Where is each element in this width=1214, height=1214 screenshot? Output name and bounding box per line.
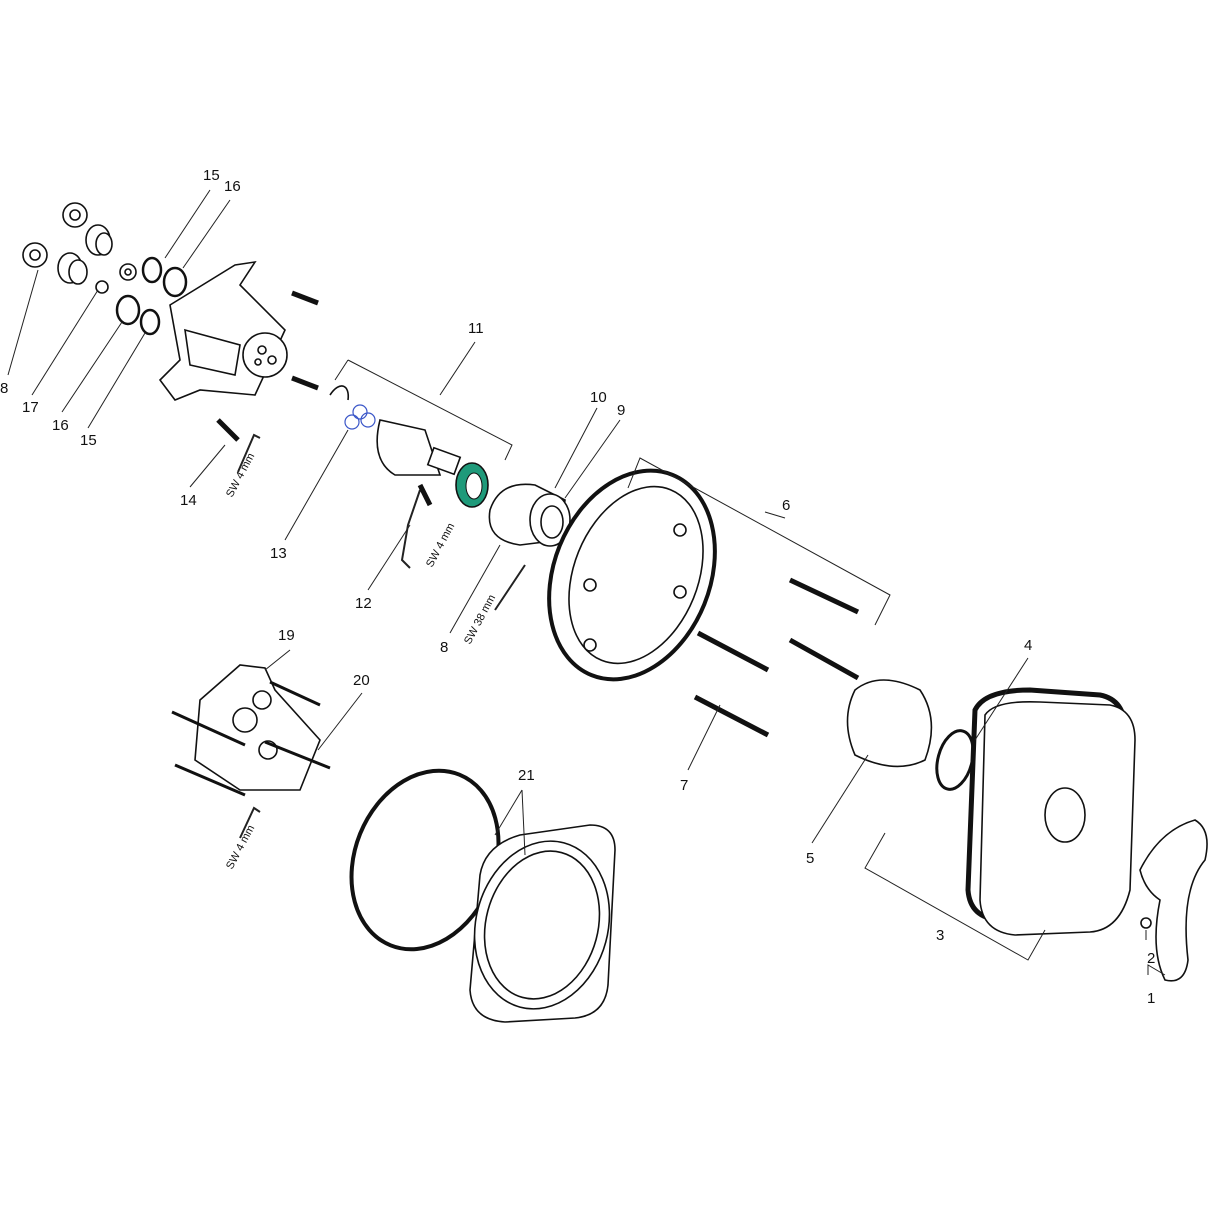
part-label: 20 [353,672,370,689]
handle [1139,819,1208,982]
cartridge [329,385,489,508]
part-label: 3 [936,927,944,944]
tool-size-note: SW 4 mm [224,823,257,871]
part-label: 9 [617,402,625,419]
valve-body [158,260,288,401]
part-label: 6 [782,497,790,514]
part-label: 12 [355,595,372,612]
part-label: 1 [1147,990,1155,1007]
tool-size-note: SW 38 mm [462,593,498,647]
mounting-ring [547,468,717,682]
part-label: 16 [224,178,241,195]
part-label: 21 [518,767,535,784]
part-label: 10 [590,389,607,406]
part-label: 15 [203,167,220,184]
part-label: 17 [22,399,39,416]
part-label: 4 [1024,637,1032,654]
part-label: 16 [52,417,69,434]
tool-size-note: SW 4 mm [224,451,257,499]
leader-lines [7,189,1166,976]
part-label: 7 [680,777,688,794]
sleeve [488,483,571,611]
tool-size-note: SW 4 mm [424,521,457,569]
cap [846,679,933,768]
part-label: 2 [1147,950,1155,967]
part-label: 8 [0,380,8,397]
part-label: 11 [468,320,484,337]
screws [216,290,421,569]
part-label: 14 [180,492,197,509]
set-screw [1140,917,1152,929]
part-label: 8 [440,639,448,656]
inlet-fittings [22,202,188,336]
cover-plate [965,687,1136,936]
part-label: 5 [806,850,814,867]
part-label: 15 [80,432,97,449]
part-label: 19 [278,627,295,644]
rosette [469,824,616,1023]
fitting-assembly [171,664,331,839]
long-screws [693,577,860,738]
part-label: 13 [270,545,287,562]
